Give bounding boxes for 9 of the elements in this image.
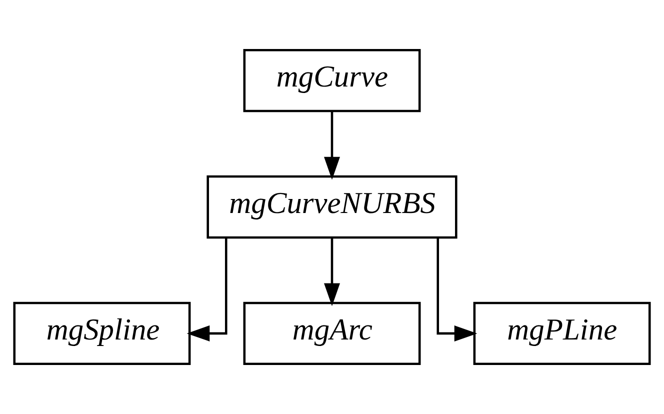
arrow (324, 238, 340, 306)
arrow (186, 238, 228, 342)
arrow (436, 238, 478, 342)
node-box: mgCurveNURBS (206, 175, 458, 239)
node-box: mgPLine (473, 302, 651, 366)
node-box: mgArc (243, 302, 421, 366)
arrow (324, 111, 340, 180)
node-box: mgCurve (243, 48, 421, 112)
node-box: mgSpline (13, 302, 191, 366)
